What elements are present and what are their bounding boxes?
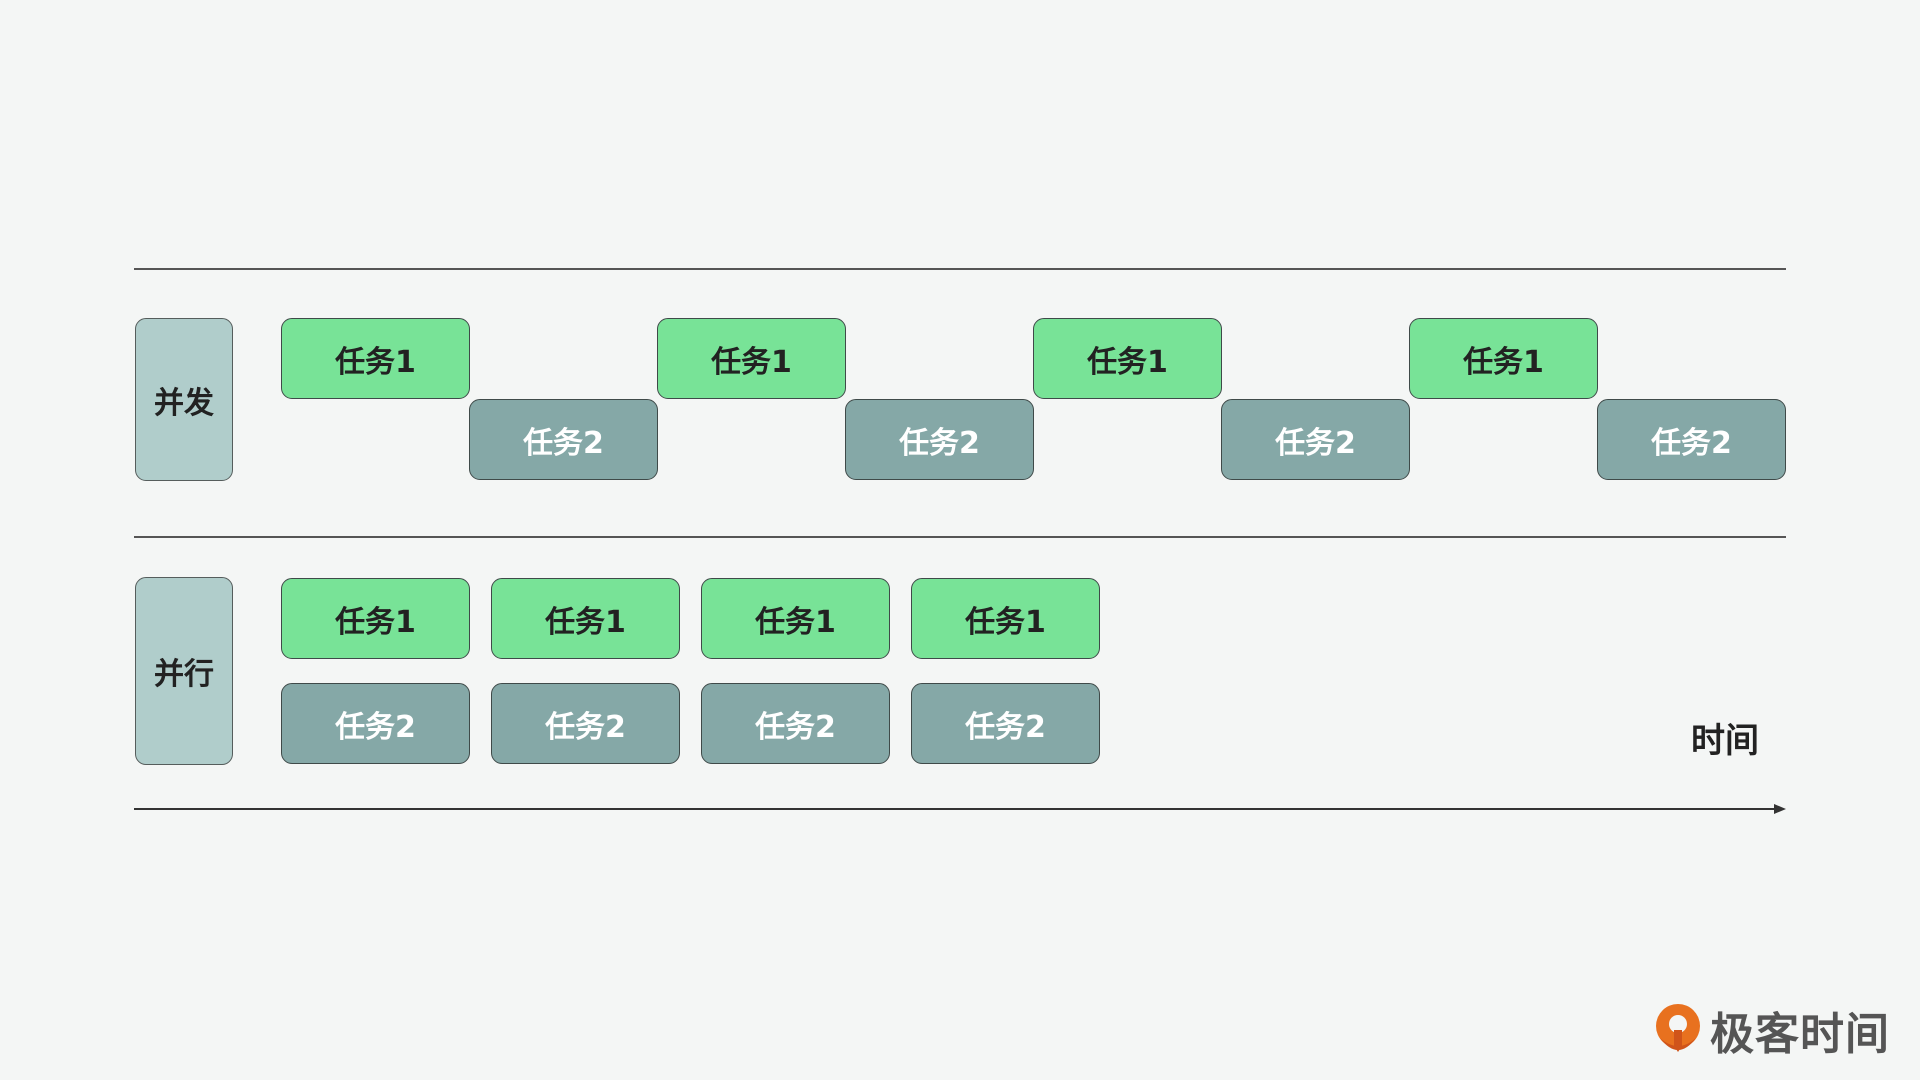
concurrent-task1-block: 任务1	[1033, 318, 1222, 399]
parallel-task1-block: 任务1	[701, 578, 890, 659]
geektime-logo: 极客时间	[1652, 998, 1890, 1062]
concurrent-task1-block: 任务1	[1409, 318, 1598, 399]
middle-divider	[134, 536, 1786, 538]
logo-text: 极客时间	[1710, 1009, 1890, 1060]
concurrent-task2-block: 任务2	[845, 399, 1034, 480]
concurrent-task2-block: 任务2	[1597, 399, 1786, 480]
parallel-task1-block: 任务1	[281, 578, 470, 659]
time-axis-label: 时间	[1691, 720, 1759, 761]
parallel-task1-block: 任务1	[911, 578, 1100, 659]
geektime-logo-icon	[1656, 1004, 1700, 1052]
parallel-task2-block: 任务2	[701, 683, 890, 764]
concurrent-label: 并发	[135, 318, 233, 481]
concurrent-task2-block: 任务2	[469, 399, 658, 480]
concurrent-task2-block: 任务2	[1221, 399, 1410, 480]
concurrent-task1-block: 任务1	[657, 318, 846, 399]
concurrent-task1-block: 任务1	[281, 318, 470, 399]
parallel-label: 并行	[135, 577, 233, 765]
arrow-head-icon	[1774, 804, 1786, 814]
parallel-task2-block: 任务2	[491, 683, 680, 764]
parallel-task2-block: 任务2	[911, 683, 1100, 764]
top-divider	[134, 268, 1786, 270]
parallel-task1-block: 任务1	[491, 578, 680, 659]
parallel-task2-block: 任务2	[281, 683, 470, 764]
